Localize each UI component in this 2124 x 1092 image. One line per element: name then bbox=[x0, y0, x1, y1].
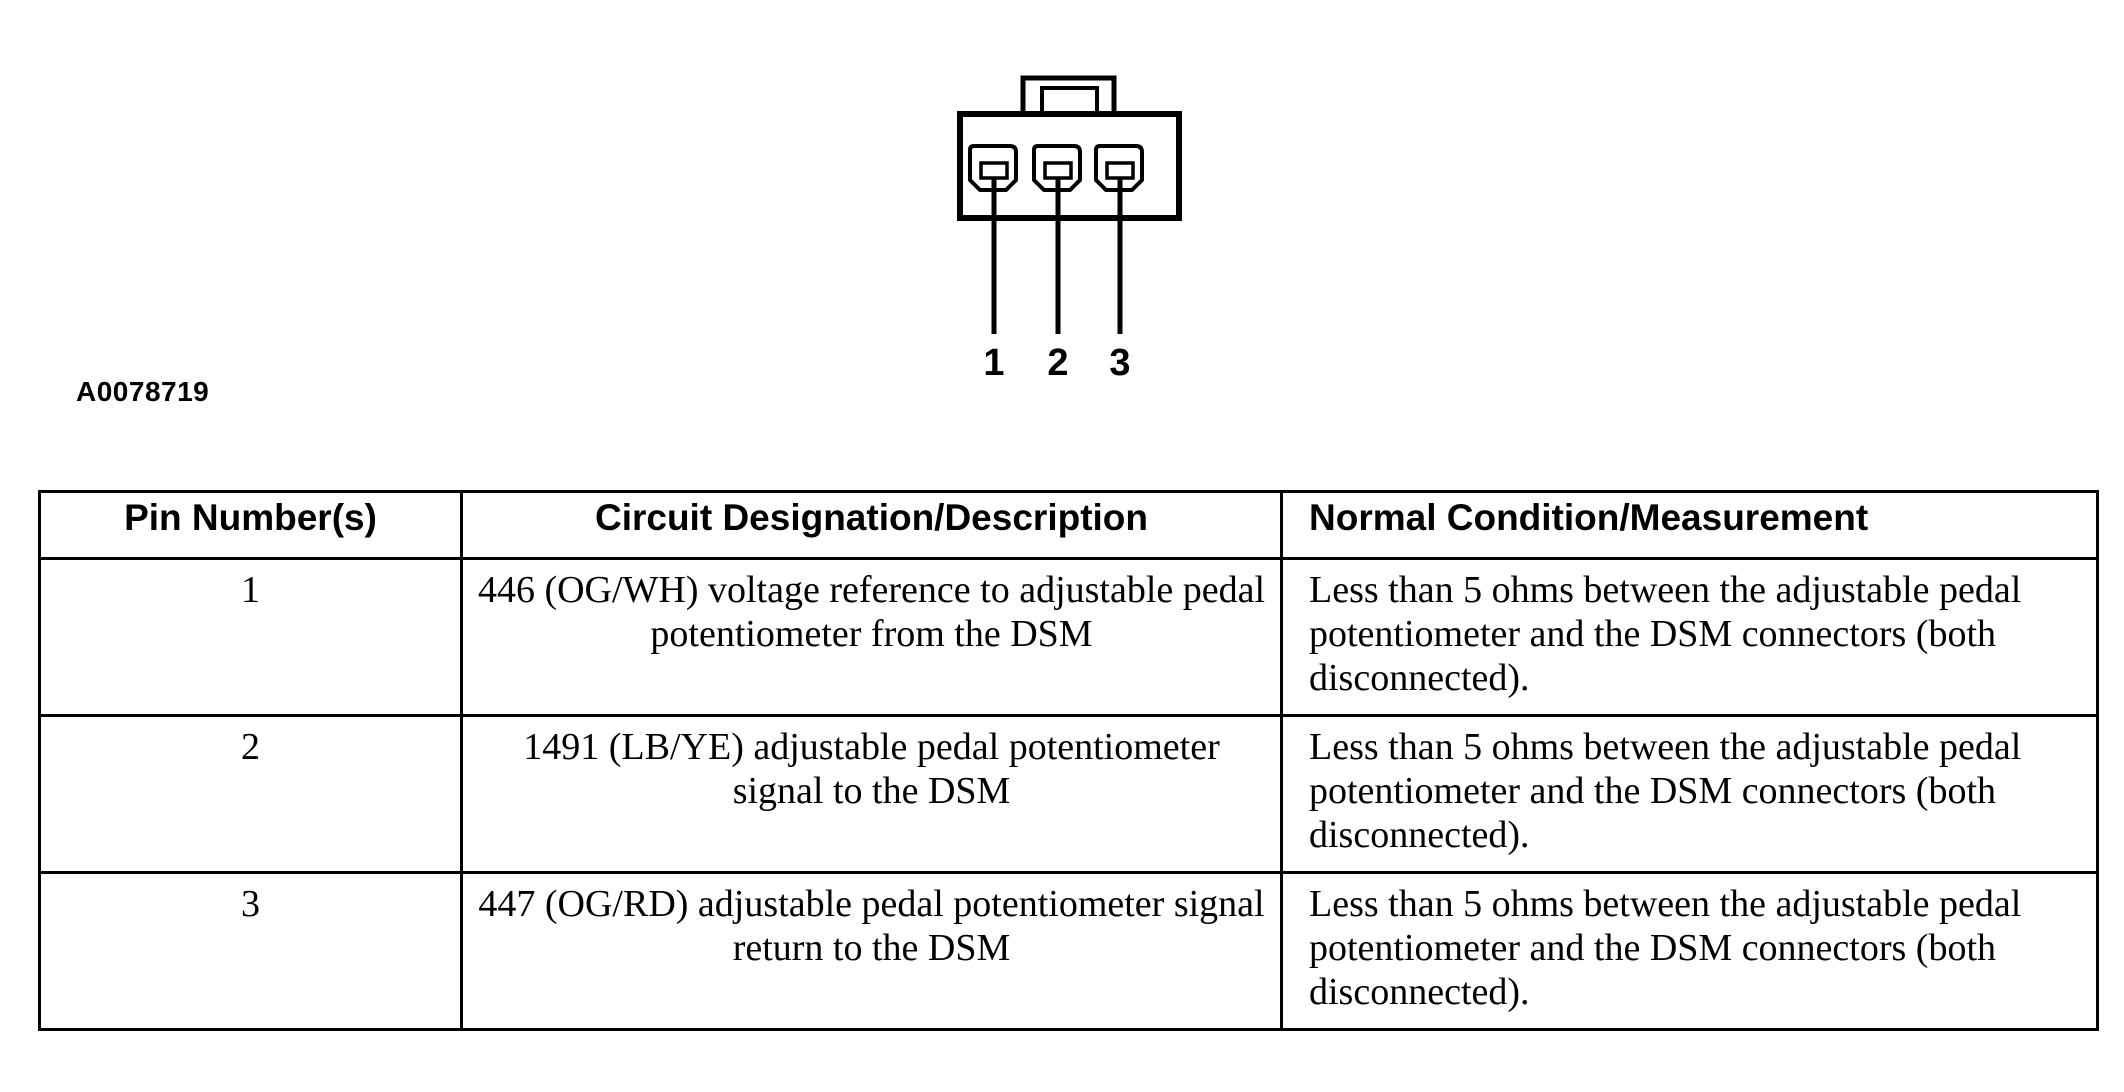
table-row: 2 1491 (LB/YE) adjustable pedal potentio… bbox=[38, 714, 2099, 874]
figure-code: A0078719 bbox=[76, 376, 210, 407]
measurement-cell: Less than 5 ohms between the adjustable … bbox=[1280, 714, 2099, 874]
pin-label-3: 3 bbox=[1109, 342, 1130, 384]
circuit-description-cell: 446 (OG/WH) voltage reference to adjusta… bbox=[460, 557, 1283, 717]
pin-number-cell: 1 bbox=[38, 557, 463, 717]
circuit-description-cell: 1491 (LB/YE) adjustable pedal potentiome… bbox=[460, 714, 1283, 874]
connector-latch bbox=[1020, 75, 1117, 114]
header-circuit-designation: Circuit Designation/Description bbox=[460, 490, 1283, 560]
header-pin-numbers: Pin Number(s) bbox=[38, 490, 463, 560]
table-header-row: Pin Number(s) Circuit Designation/Descri… bbox=[38, 490, 2099, 560]
connector-diagram: 1 2 3 bbox=[957, 75, 1182, 384]
measurement-cell: Less than 5 ohms between the adjustable … bbox=[1280, 871, 2099, 1031]
pin-table: Pin Number(s) Circuit Designation/Descri… bbox=[38, 490, 2099, 1031]
connector-body bbox=[957, 111, 1182, 221]
pin-label-1: 1 bbox=[983, 342, 1004, 384]
measurement-cell: Less than 5 ohms between the adjustable … bbox=[1280, 557, 2099, 717]
connector-latch-window bbox=[1040, 86, 1099, 116]
circuit-description-cell: 447 (OG/RD) adjustable pedal potentiomet… bbox=[460, 871, 1283, 1031]
table-row: 1 446 (OG/WH) voltage reference to adjus… bbox=[38, 557, 2099, 717]
pin-number-cell: 3 bbox=[38, 871, 463, 1031]
pin-label-2: 2 bbox=[1047, 342, 1068, 384]
table-row: 3 447 (OG/RD) adjustable pedal potentiom… bbox=[38, 871, 2099, 1031]
pin-number-cell: 2 bbox=[38, 714, 463, 874]
header-normal-condition: Normal Condition/Measurement bbox=[1280, 490, 2099, 560]
